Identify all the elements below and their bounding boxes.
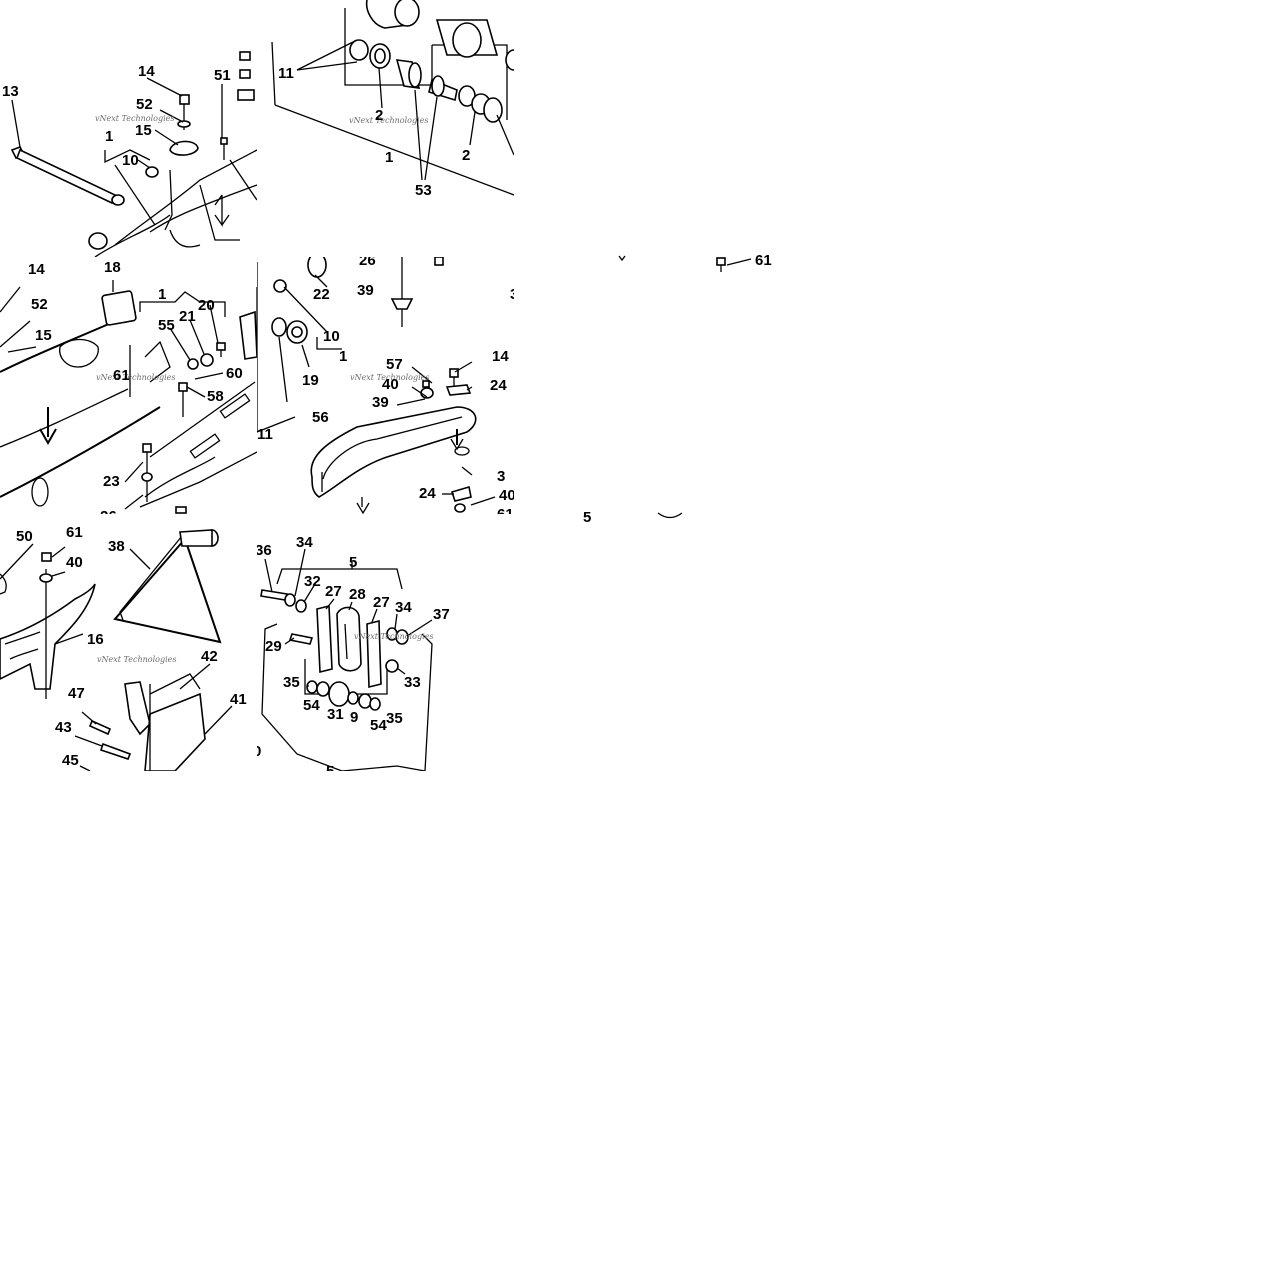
callout-5: 5 <box>349 554 357 571</box>
watermark-text: vNext Technologies <box>349 116 428 125</box>
watermark-text: vNext Technologies <box>95 114 174 123</box>
callout-47: 47 <box>68 685 85 702</box>
callout-34: 34 <box>296 534 313 551</box>
callout-2b: 2 <box>462 147 470 164</box>
callout-9: 9 <box>350 709 358 726</box>
callouts-t1: 13 14 51 52 15 1 10 <box>2 63 231 169</box>
callout-15: 15 <box>35 327 52 344</box>
callout-38: 38 <box>108 538 125 555</box>
callout-13: 13 <box>2 83 19 100</box>
tile-fragment-top: 61 <box>514 250 814 280</box>
callout-14: 14 <box>492 348 509 365</box>
pivot-bushings-drawing: vNext Technologies 11 2 1 2 53 <box>271 0 514 199</box>
callout-53: 53 <box>415 182 432 199</box>
tile-stand-bracket: vNext Technologies 50 61 40 38 16 42 47 … <box>0 514 257 771</box>
callout-2: 2 <box>375 107 383 124</box>
callout-32: 32 <box>304 573 321 590</box>
swingarm-body-drawing: vNext Technologies 14 52 15 18 1 20 55 2… <box>0 259 257 514</box>
callout-23: 23 <box>103 473 120 490</box>
callout-52: 52 <box>31 296 48 313</box>
callout-24: 24 <box>490 377 507 394</box>
callout-21: 21 <box>179 308 196 325</box>
tile-chain-slider: vNext Technologies 22 10 1 19 56 11 26 3… <box>257 257 514 514</box>
callout-11: 11 <box>257 426 273 443</box>
tile-suspension-linkage: vNext Technologies 36 34 5 32 27 28 27 3… <box>257 514 514 771</box>
callout-40: 40 <box>66 554 83 571</box>
callout-61: 61 <box>113 367 130 384</box>
callout-54: 54 <box>303 697 320 714</box>
callout-1: 1 <box>158 286 166 303</box>
callout-1: 1 <box>105 128 113 145</box>
swingarm-pivot-drawing: vNext Technologies <box>10 51 257 257</box>
callout-43: 43 <box>55 719 72 736</box>
callout-3: 3 <box>510 286 514 303</box>
callout-18: 18 <box>104 259 121 276</box>
callout-11: 11 <box>278 65 294 82</box>
callout-35: 35 <box>283 674 300 691</box>
callout-16: 16 <box>87 631 104 648</box>
callout-22: 22 <box>313 286 330 303</box>
callout-61: 61 <box>66 524 83 541</box>
callout-45: 45 <box>62 752 79 769</box>
callout-40: 40 <box>382 376 399 393</box>
callout-36: 36 <box>257 542 272 559</box>
callout-60: 60 <box>226 365 243 382</box>
callout-10: 10 <box>122 152 139 169</box>
callout-3b: 3 <box>497 468 505 485</box>
callout-28: 28 <box>349 586 366 603</box>
callout-14: 14 <box>138 63 155 80</box>
callout-20: 20 <box>198 297 215 314</box>
callout-26: 26 <box>359 257 376 269</box>
callout-42: 42 <box>201 648 218 665</box>
callout-54b: 54 <box>370 717 387 734</box>
callout-5b: 5 <box>326 763 334 771</box>
callout-58: 58 <box>207 388 224 405</box>
callout-0: 0 <box>257 743 261 760</box>
callout-34b: 34 <box>395 599 412 616</box>
fragment-bottom-drawing: 5 <box>583 509 683 526</box>
tile-fragment-bottom: 5 <box>570 505 690 530</box>
tile-swingarm-pivot: vNext Technologies 13 14 51 52 15 1 10 <box>0 0 257 257</box>
linkage-drawing: vNext Technologies 36 34 5 32 27 28 27 3… <box>257 534 450 771</box>
callout-55: 55 <box>158 317 175 334</box>
callout-10: 10 <box>323 328 340 345</box>
callout-61: 61 <box>755 252 772 269</box>
callout-24b: 24 <box>419 485 436 502</box>
callout-29: 29 <box>265 638 282 655</box>
watermark-text: vNext Technologies <box>96 373 175 382</box>
callout-35b: 35 <box>386 710 403 727</box>
watermark-text: vNext Technologies <box>97 655 176 664</box>
callout-40b: 40 <box>499 487 514 504</box>
callout-26: 26 <box>100 508 117 514</box>
callout-50: 50 <box>16 528 33 545</box>
watermark-text: vNext Technologies <box>354 632 433 641</box>
callout-51: 51 <box>214 67 231 84</box>
callout-14: 14 <box>28 261 45 278</box>
chain-slider-drawing: vNext Technologies 22 10 1 19 56 11 26 3… <box>257 257 514 514</box>
stand-bracket-drawing: vNext Technologies 50 61 40 38 16 42 47 … <box>0 524 247 771</box>
callout-1: 1 <box>339 348 347 365</box>
callout-56: 56 <box>312 409 329 426</box>
callout-27b: 27 <box>373 594 390 611</box>
callout-39: 39 <box>357 282 374 299</box>
callout-15: 15 <box>135 122 152 139</box>
watermark-text: vNext Technologies <box>350 373 429 382</box>
callout-27: 27 <box>325 583 342 600</box>
callout-39b: 39 <box>372 394 389 411</box>
callout-31: 31 <box>327 706 344 723</box>
callout-37: 37 <box>433 606 450 623</box>
callout-52: 52 <box>136 96 153 113</box>
tile-swingarm-body: vNext Technologies 14 52 15 18 1 20 55 2… <box>0 257 257 514</box>
callout-41: 41 <box>230 691 247 708</box>
callout-19: 19 <box>302 372 319 389</box>
fragment-top-drawing: 61 <box>618 252 772 272</box>
callout-33: 33 <box>404 674 421 691</box>
callout-1: 1 <box>385 149 393 166</box>
callout-57: 57 <box>386 356 403 373</box>
callout-5: 5 <box>583 509 591 526</box>
tile-pivot-bushings: vNext Technologies 11 2 1 2 53 <box>257 0 514 257</box>
